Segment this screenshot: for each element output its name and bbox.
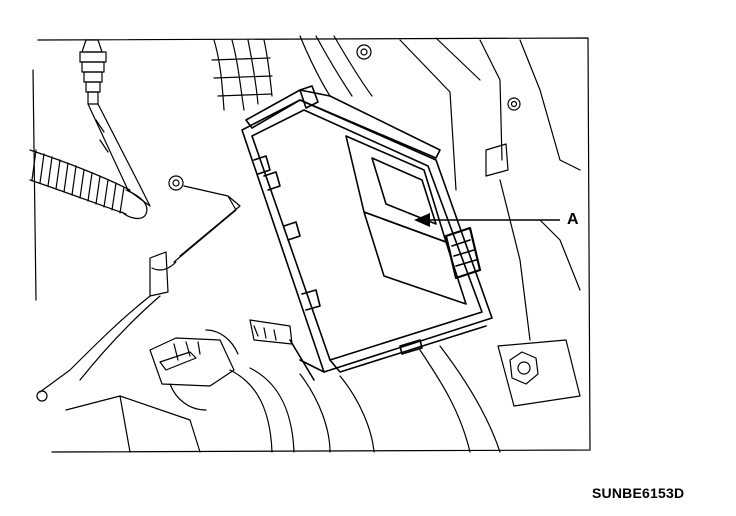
callout-leader xyxy=(414,213,560,227)
firewall-bracket xyxy=(399,37,581,341)
harness-connector xyxy=(149,319,293,411)
control-module xyxy=(241,85,493,381)
wire-harness xyxy=(211,35,373,111)
figure-code: SUNBE6153D xyxy=(592,485,685,501)
sensor-cable xyxy=(36,175,241,402)
corrugated-hose xyxy=(29,149,148,220)
mounting-nut xyxy=(356,44,521,111)
lower-assembly xyxy=(65,345,501,453)
callout-label-a: A xyxy=(567,211,579,228)
drawing-frame xyxy=(32,37,591,453)
lower-nut xyxy=(497,339,581,407)
bolt-stud xyxy=(79,39,151,207)
